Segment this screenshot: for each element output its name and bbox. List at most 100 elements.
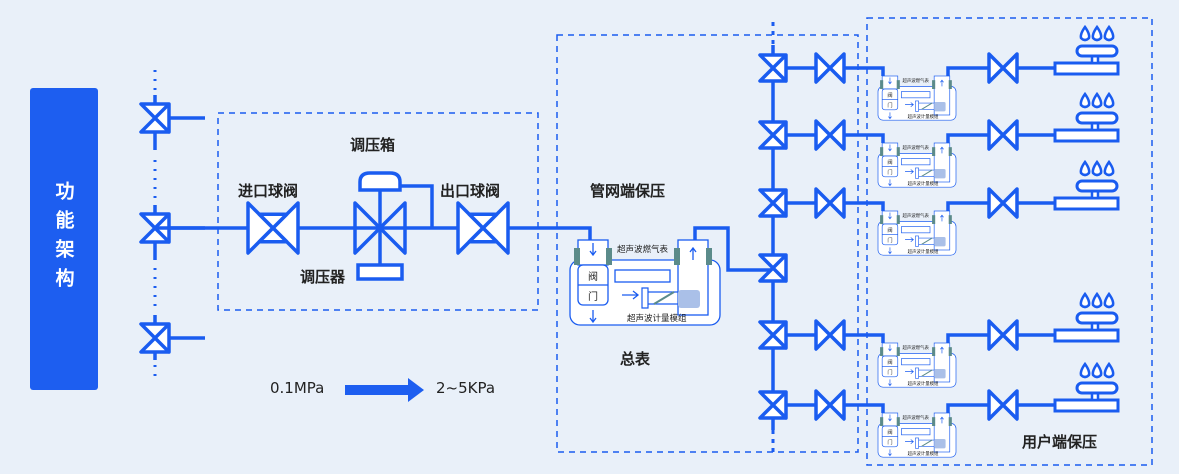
ball-core bbox=[257, 212, 289, 244]
transducer bbox=[934, 237, 946, 247]
gas-stove-icon bbox=[1053, 24, 1120, 76]
transducer bbox=[678, 290, 700, 308]
valve-body bbox=[987, 389, 1019, 421]
flame bbox=[1091, 24, 1103, 42]
valve-char: 阀 bbox=[887, 428, 892, 436]
regulator-label: 调压器 bbox=[300, 268, 346, 286]
regulator-diaphragm bbox=[358, 171, 402, 192]
stove-base bbox=[1053, 398, 1120, 413]
meter-module-label: 超声波计量模组 bbox=[908, 180, 939, 187]
valve-body bbox=[814, 187, 846, 219]
display-window bbox=[901, 91, 931, 99]
valve-char: 门 bbox=[887, 168, 892, 176]
regulator-box-title: 调压箱 bbox=[350, 136, 396, 154]
ball-valve-icon bbox=[987, 319, 1019, 351]
transducer bbox=[934, 169, 946, 179]
flame bbox=[1079, 361, 1091, 379]
sound-path bbox=[921, 439, 933, 447]
gas-stove-icon bbox=[1053, 91, 1120, 143]
burner bbox=[1075, 111, 1119, 125]
meter-name-label: 超声波燃气表 bbox=[902, 77, 929, 84]
branch-pipe bbox=[946, 133, 1055, 143]
meter-module-label: 超声波计量模组 bbox=[908, 380, 939, 387]
valve-char: 阀 bbox=[588, 270, 598, 283]
ball-valve-icon bbox=[987, 119, 1019, 151]
outlet-collar bbox=[948, 80, 952, 89]
inlet-collar bbox=[880, 147, 884, 156]
sound-path bbox=[653, 291, 675, 305]
sound-path bbox=[921, 169, 933, 177]
valve-body bbox=[987, 319, 1019, 351]
valve-body bbox=[758, 253, 788, 283]
main-pipe bbox=[155, 226, 592, 240]
user-box bbox=[866, 17, 1153, 466]
display-window bbox=[901, 358, 931, 366]
outlet-collar bbox=[706, 248, 712, 265]
gas-stove-icon bbox=[1053, 159, 1120, 211]
flame bbox=[1103, 159, 1115, 177]
inlet-collar bbox=[880, 347, 884, 356]
ball-valve-icon bbox=[814, 119, 846, 151]
inlet-collar bbox=[896, 147, 900, 156]
flame bbox=[1103, 91, 1115, 109]
sidebar-label-block: 功能架构 bbox=[30, 88, 98, 390]
gas-stove-icon bbox=[1053, 291, 1120, 343]
outlet-collar bbox=[948, 417, 952, 426]
valve-body bbox=[987, 187, 1019, 219]
flow-arrows bbox=[888, 344, 944, 387]
flame bbox=[1079, 91, 1091, 109]
transducer bbox=[934, 369, 946, 379]
branch-pipe bbox=[946, 66, 1055, 76]
meter-name-label: 超声波燃气表 bbox=[902, 344, 929, 351]
valve-body bbox=[814, 389, 846, 421]
three-way-valve-icon bbox=[758, 188, 788, 218]
stove-base bbox=[1053, 61, 1120, 76]
outlet-collar bbox=[932, 147, 936, 156]
three-way-valve-icon bbox=[139, 322, 171, 354]
valve-char: 门 bbox=[887, 236, 892, 244]
flame bbox=[1091, 159, 1103, 177]
outlet-collar bbox=[932, 417, 936, 426]
sound-path bbox=[921, 102, 933, 110]
inlet-collar bbox=[880, 215, 884, 224]
outlet-valve-label: 出口球阀 bbox=[440, 182, 501, 200]
inlet-collar bbox=[896, 215, 900, 224]
meter-name-label: 超声波燃气表 bbox=[902, 212, 929, 219]
network-box bbox=[556, 34, 859, 453]
ball-valve-icon bbox=[814, 319, 846, 351]
user-box-title: 用户端保压 bbox=[1022, 433, 1098, 451]
regulator-box bbox=[217, 112, 539, 311]
outlet-collar bbox=[948, 147, 952, 156]
valve-body bbox=[987, 52, 1019, 84]
branch-pipe bbox=[946, 333, 1055, 343]
flow-arrows bbox=[888, 77, 944, 120]
burner bbox=[1075, 311, 1119, 325]
ultrasonic-module bbox=[915, 167, 935, 179]
meter-name-label: 超声波燃气表 bbox=[902, 414, 929, 421]
user-branch bbox=[773, 403, 1055, 413]
valve-body bbox=[814, 119, 846, 151]
three-way-valve-icon bbox=[758, 390, 788, 420]
branch-pipe bbox=[946, 201, 1055, 211]
flame bbox=[1103, 291, 1115, 309]
ball-valve-icon bbox=[987, 187, 1019, 219]
display-window bbox=[901, 226, 931, 234]
stove-base bbox=[1053, 328, 1120, 343]
arrow-right-icon bbox=[345, 378, 424, 402]
ball-valve-icon bbox=[987, 389, 1019, 421]
ball-valve-icon bbox=[814, 187, 846, 219]
three-way-valve-icon bbox=[758, 320, 788, 350]
valve-body bbox=[139, 322, 171, 354]
outlet-collar bbox=[948, 347, 952, 356]
outlet-collar bbox=[932, 347, 936, 356]
pressure-from: 0.1MPa bbox=[270, 379, 325, 397]
inlet-collar bbox=[896, 347, 900, 356]
valve-body bbox=[814, 52, 846, 84]
outlet-collar bbox=[932, 215, 936, 224]
valve-body bbox=[987, 119, 1019, 151]
valve-char: 门 bbox=[887, 101, 892, 109]
flow-arrows bbox=[589, 243, 697, 324]
flame bbox=[1079, 159, 1091, 177]
branch-pipe bbox=[773, 403, 885, 413]
